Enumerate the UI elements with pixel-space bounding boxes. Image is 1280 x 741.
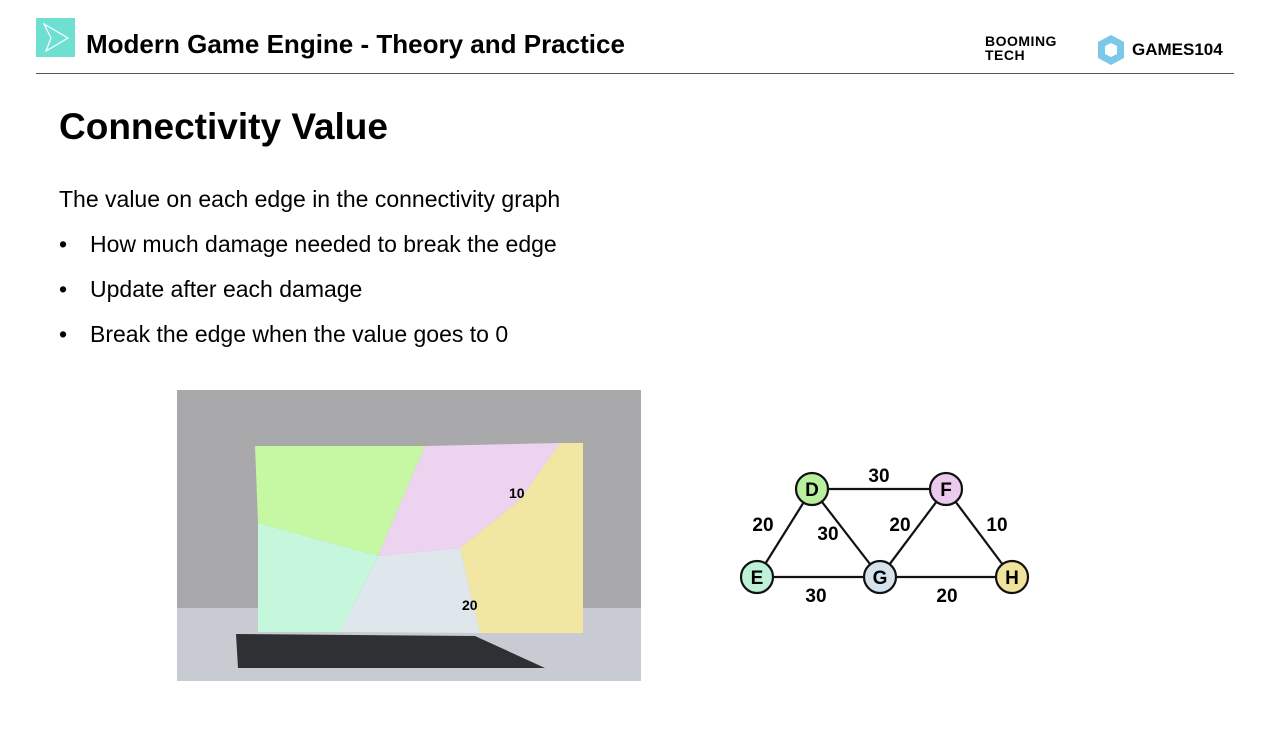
shadow [236,634,545,668]
course-logo-icon [36,18,75,57]
graph-node [739,559,775,595]
fracture-screenshot: 10 20 [177,390,641,681]
node-label: G [873,568,888,589]
graph-node [862,559,898,595]
header-title: Modern Game Engine - Theory and Practice [86,29,625,59]
chunk-green [255,446,425,556]
node-label: D [805,480,819,501]
edge-value-label: 30 [817,524,838,545]
graph-edge [811,488,881,578]
edge-value-label: 20 [889,515,910,536]
bullet-item: Break the edge when the value goes to 0 [59,321,557,366]
node-label: E [751,568,764,589]
header-divider [36,73,1234,74]
graph-node [928,471,964,507]
value-label: 10 [509,485,525,501]
chunk-pink [378,443,560,556]
edge-value-label: 10 [986,515,1007,536]
edge-value-label: 30 [868,466,889,487]
value-label: 20 [462,597,478,613]
brand-line-1: BOOMING [985,33,1057,49]
graph-edge [879,488,947,578]
chunk-mint [258,523,378,632]
brand-line-2: TECH [985,47,1026,63]
edge-value-label: 20 [752,515,773,536]
edge-value-label: 20 [936,586,957,607]
chunk-yellow [460,443,583,633]
connectivity-graph: 30 20 30 20 10 30 20 D F E G H [739,466,1030,607]
chunk-bluegray [340,548,480,633]
slide-title: Connectivity Value [59,106,388,147]
games104-cube-icon [1097,34,1125,66]
graph-node [794,471,830,507]
node-label: H [1005,568,1019,589]
graph-edge [756,488,813,578]
games104-logo: GAMES104 [1132,40,1223,59]
node-label: F [940,480,952,501]
lead-text: The value on each edge in the connectivi… [59,186,561,212]
bullet-item: Update after each damage [59,276,557,321]
bullet-item: How much damage needed to break the edge [59,231,557,276]
graph-node [994,559,1030,595]
edge-value-label: 30 [805,586,826,607]
bullet-list: How much damage needed to break the edge… [59,231,557,366]
graph-edge [945,488,1013,578]
booming-tech-logo: BOOMING TECH [985,34,1057,62]
